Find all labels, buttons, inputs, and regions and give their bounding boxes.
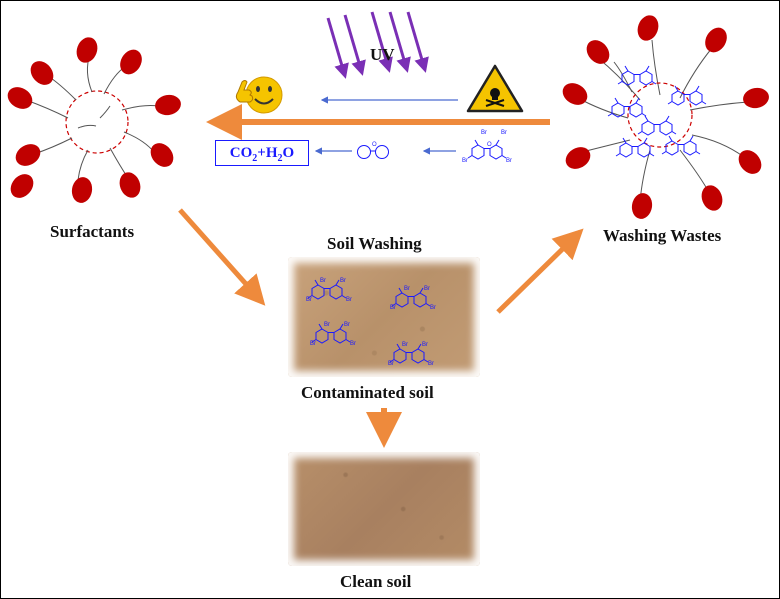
br-label: Br [501, 130, 507, 136]
pbde-molecule [617, 65, 657, 86]
br-label: Br [430, 305, 436, 311]
pbde-molecule [607, 97, 647, 118]
br-label: Br [320, 278, 326, 284]
br-label: Br [346, 297, 352, 303]
o-label: O [487, 142, 492, 148]
br-label: Br [404, 286, 410, 292]
br-label: Br [310, 341, 316, 347]
o-text: O [282, 145, 295, 161]
washing-wastes-label: Washing Wastes [603, 226, 722, 245]
br-label: Br [388, 361, 394, 367]
br-label: Br [424, 286, 430, 292]
soil-to-wastes-arrow [496, 228, 584, 314]
br-label: Br [390, 305, 396, 311]
subscript-2: 2 [252, 153, 258, 164]
br-label: Br [402, 342, 408, 348]
subscript-2: 2 [277, 153, 283, 164]
br-label: Br [324, 322, 330, 328]
clean-soil-image [288, 452, 480, 566]
smiley-thumbs-up-icon [235, 76, 283, 114]
surfactant-to-soil-arrow [178, 208, 266, 306]
contaminated-soil-label: Contaminated soil [301, 383, 434, 402]
br-label: Br [422, 342, 428, 348]
pbde-molecule [667, 85, 707, 106]
pbde-molecule [615, 137, 655, 158]
br-label: Br [506, 158, 512, 164]
washing-wastes-micelle [562, 15, 769, 219]
uv-label: UV [370, 45, 395, 64]
pbde-molecule [637, 115, 677, 136]
co2-text: CO [229, 145, 253, 161]
soil-washing-label: Soil Washing [327, 234, 422, 253]
surfactant-micelle [7, 37, 181, 203]
toxic-hazard-icon [466, 64, 524, 113]
co2-h2o-product-box: CO2+H2O [215, 140, 309, 166]
br-label: Br [340, 278, 346, 284]
br-label: Br [306, 297, 312, 303]
br-label: Br [462, 158, 468, 164]
br-label: Br [481, 130, 487, 136]
surfactants-label: Surfactants [50, 222, 135, 241]
br-label: Br [350, 341, 356, 347]
br-label: Br [428, 361, 434, 367]
br-label: Br [344, 322, 350, 328]
o-label: O [372, 142, 377, 148]
plus-h-text: +H [257, 145, 278, 161]
uv-rays [326, 11, 429, 79]
clean-soil-label: Clean soil [340, 572, 412, 591]
contaminated-soil-image [288, 257, 480, 377]
